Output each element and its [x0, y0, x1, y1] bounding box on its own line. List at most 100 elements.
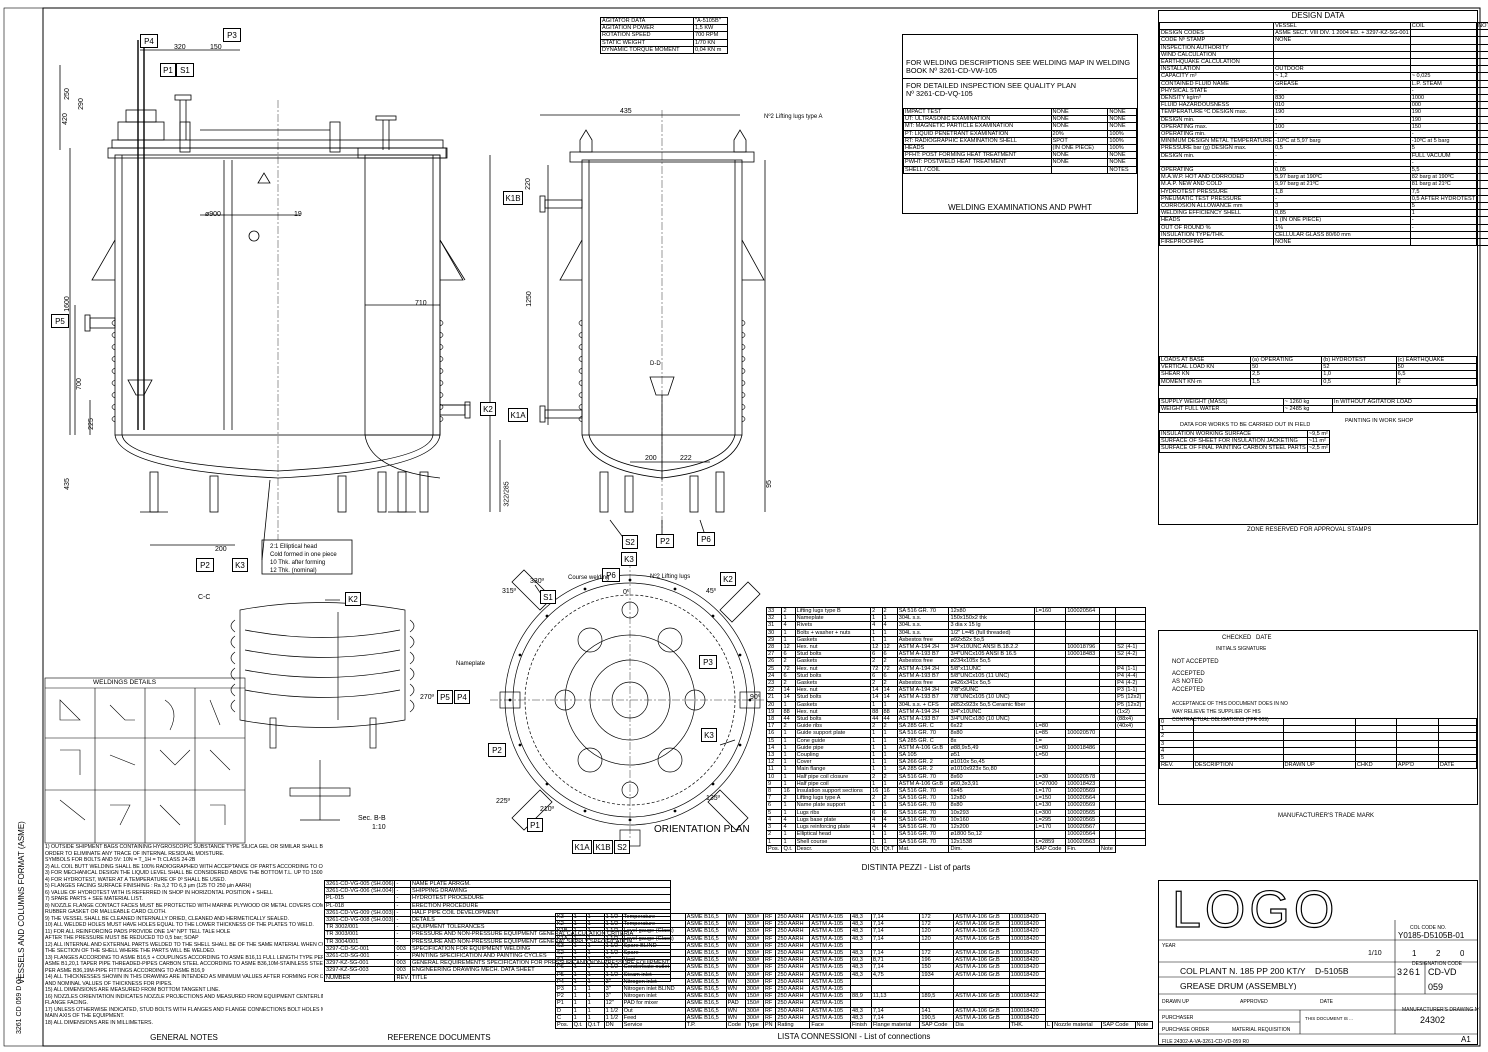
- revision-row-cell: DRAWN UP: [1282, 761, 1356, 770]
- parts-row-cell: [1033, 635, 1067, 645]
- revision-row-cell: [1282, 725, 1356, 734]
- parts-row-cell: 3 dia x 15 lg: [948, 621, 1035, 630]
- connection-row-cell: ASME B16,5: [684, 934, 727, 943]
- parts-row-cell: 1: [870, 700, 883, 709]
- connection-row-cell: Q.t.T: [585, 1021, 605, 1030]
- parts-row-cell: [1065, 758, 1100, 767]
- parts-row-cell: 1: [765, 837, 783, 846]
- approved-label: APPROVED: [1240, 999, 1268, 1005]
- design-row-cell: FLUID HAZARDOUSNESS: [1158, 101, 1275, 110]
- design-row-cell: [1409, 65, 1478, 74]
- parts-row-cell: S2 (4-2): [1115, 650, 1146, 659]
- connection-row-cell: 4,75: [870, 970, 921, 979]
- parts-row-cell: 8x80: [948, 729, 1035, 738]
- nozzle-label-k1a: K1A: [508, 408, 528, 422]
- parts-row-cell: 3/4"UNCx105 ANSI B 16.5: [948, 650, 1035, 659]
- connection-row-cell: 150#: [744, 999, 764, 1008]
- parts-row-cell: 100020570: [1065, 729, 1100, 738]
- parts-row-cell: [1065, 679, 1100, 688]
- nozzle-label-s2: S2: [622, 535, 638, 549]
- parts-row-cell: Hex. nut: [794, 643, 872, 652]
- parts-row-cell: 100020569: [1065, 787, 1100, 796]
- parts-row-cell: 100020563: [1065, 837, 1100, 846]
- parts-row-cell: [1098, 671, 1117, 681]
- parts-row-cell: SAP Code: [1033, 844, 1067, 853]
- parts-row-cell: [1115, 794, 1146, 803]
- connection-row-cell: 300#: [744, 1006, 764, 1015]
- parts-row-cell: 14: [765, 743, 783, 753]
- archive-code: 3261 CD 059 D 01: [16, 976, 23, 1034]
- nozzle-label-p1: P1: [160, 63, 176, 77]
- connection-row-cell: 250 AARH: [775, 920, 811, 929]
- connection-row-cell: 3": [603, 985, 623, 994]
- connection-row-cell: ASTM A-106 Gr.B: [953, 992, 1010, 1001]
- revision-row-cell: 3: [1159, 739, 1194, 748]
- general-note-line: THE SECTION OF THE SHELL WHERE THE PARTS…: [45, 948, 216, 954]
- parts-row-cell: [1033, 693, 1067, 702]
- weld-exam-row-cell: NONE: [1107, 158, 1137, 167]
- connection-row-cell: RF: [762, 999, 777, 1008]
- general-note-line: 3) FOR MECHANICAL DESIGN THE LIQUID LEVE…: [45, 870, 323, 876]
- connection-row-cell: 250 AARH: [775, 985, 811, 994]
- parts-row-cell: 6: [765, 801, 783, 810]
- parts-row-cell: 3: [765, 823, 783, 832]
- field-row-cell: ~11 m²: [1306, 437, 1330, 446]
- parts-row-cell: Stud bolts: [794, 715, 872, 724]
- revision-row-cell: [1395, 717, 1439, 727]
- parts-row-cell: [1098, 650, 1117, 659]
- parts-row-cell: 6x45: [948, 787, 1035, 796]
- parts-row-cell: [1098, 707, 1117, 717]
- sec-bb-scale: 1:10: [372, 824, 386, 831]
- parts-row-cell: 4: [781, 823, 796, 832]
- parts-row-cell: 44: [881, 715, 898, 724]
- connection-row-cell: WN: [725, 912, 746, 922]
- connection-row-cell: [919, 941, 955, 951]
- field-works-title: DATA FOR WORKS TO BE CARRIED OUT IN FIEL…: [1180, 422, 1311, 428]
- parts-row-cell: SA 516 GR. 70: [896, 830, 950, 839]
- parts-row-cell: 5: [765, 808, 783, 817]
- parts-row-cell: ASTM A-193 B7: [896, 650, 950, 659]
- connection-row-cell: 100018420: [1008, 1006, 1046, 1015]
- parts-row-cell: [1115, 772, 1146, 781]
- design-row-cell: 1: [1409, 209, 1478, 218]
- parts-row-cell: [1033, 621, 1067, 630]
- angle-90: 90º: [750, 694, 761, 701]
- nozzle-label-p4b: P4: [454, 690, 470, 704]
- parts-row-cell: 88: [870, 707, 883, 717]
- design-row-cell: L.P. STEAM: [1409, 79, 1478, 88]
- parts-row-cell: L=: [1033, 736, 1067, 745]
- connection-row-cell: ASME B16,5: [684, 985, 727, 994]
- angle-315: 315º: [502, 588, 517, 595]
- parts-row-cell: SA 516 GR. 70: [896, 606, 950, 616]
- nozzle-label-k1b: K1B: [503, 191, 523, 205]
- connection-row-cell: [870, 977, 921, 987]
- connection-row-cell: 250 AARH: [775, 949, 811, 958]
- parts-row-cell: Gaskets: [794, 679, 872, 688]
- connection-row-cell: ASTM A-105: [809, 949, 851, 958]
- weld-exam-row-cell: SHELL / COIL: [903, 165, 1052, 174]
- dim-19: 19: [294, 211, 302, 218]
- parts-row-cell: [1098, 693, 1117, 702]
- weld-exam-row-cell: NONE: [1050, 158, 1109, 167]
- reference-row-cell: SPECIFICATION FOR EQUIPMENT WELDING: [410, 944, 672, 954]
- doc-code: Y0185-D5105B-01: [1398, 932, 1465, 940]
- parts-row-cell: ASTM A-193 B7: [896, 715, 950, 724]
- connection-row-cell: 172: [919, 920, 955, 929]
- weld-exam-row-cell: RT: RADIOGRAPHIC EXAMINATION SHELL: [903, 136, 1052, 146]
- weld-exam-row-cell: NONE: [1050, 151, 1109, 160]
- lifting-lugs-a-label: Nº2 Lifting lugs type A: [764, 114, 823, 120]
- revision-row-cell: 0: [1159, 717, 1194, 727]
- design-row-cell: -: [1273, 158, 1411, 168]
- connection-row-cell: 300#: [744, 934, 764, 943]
- agitator-row-cell: STATIC WEIGHT: [600, 38, 694, 47]
- connection-row-cell: 300#: [744, 1013, 764, 1023]
- nozzle-label-k2: K2: [480, 402, 496, 416]
